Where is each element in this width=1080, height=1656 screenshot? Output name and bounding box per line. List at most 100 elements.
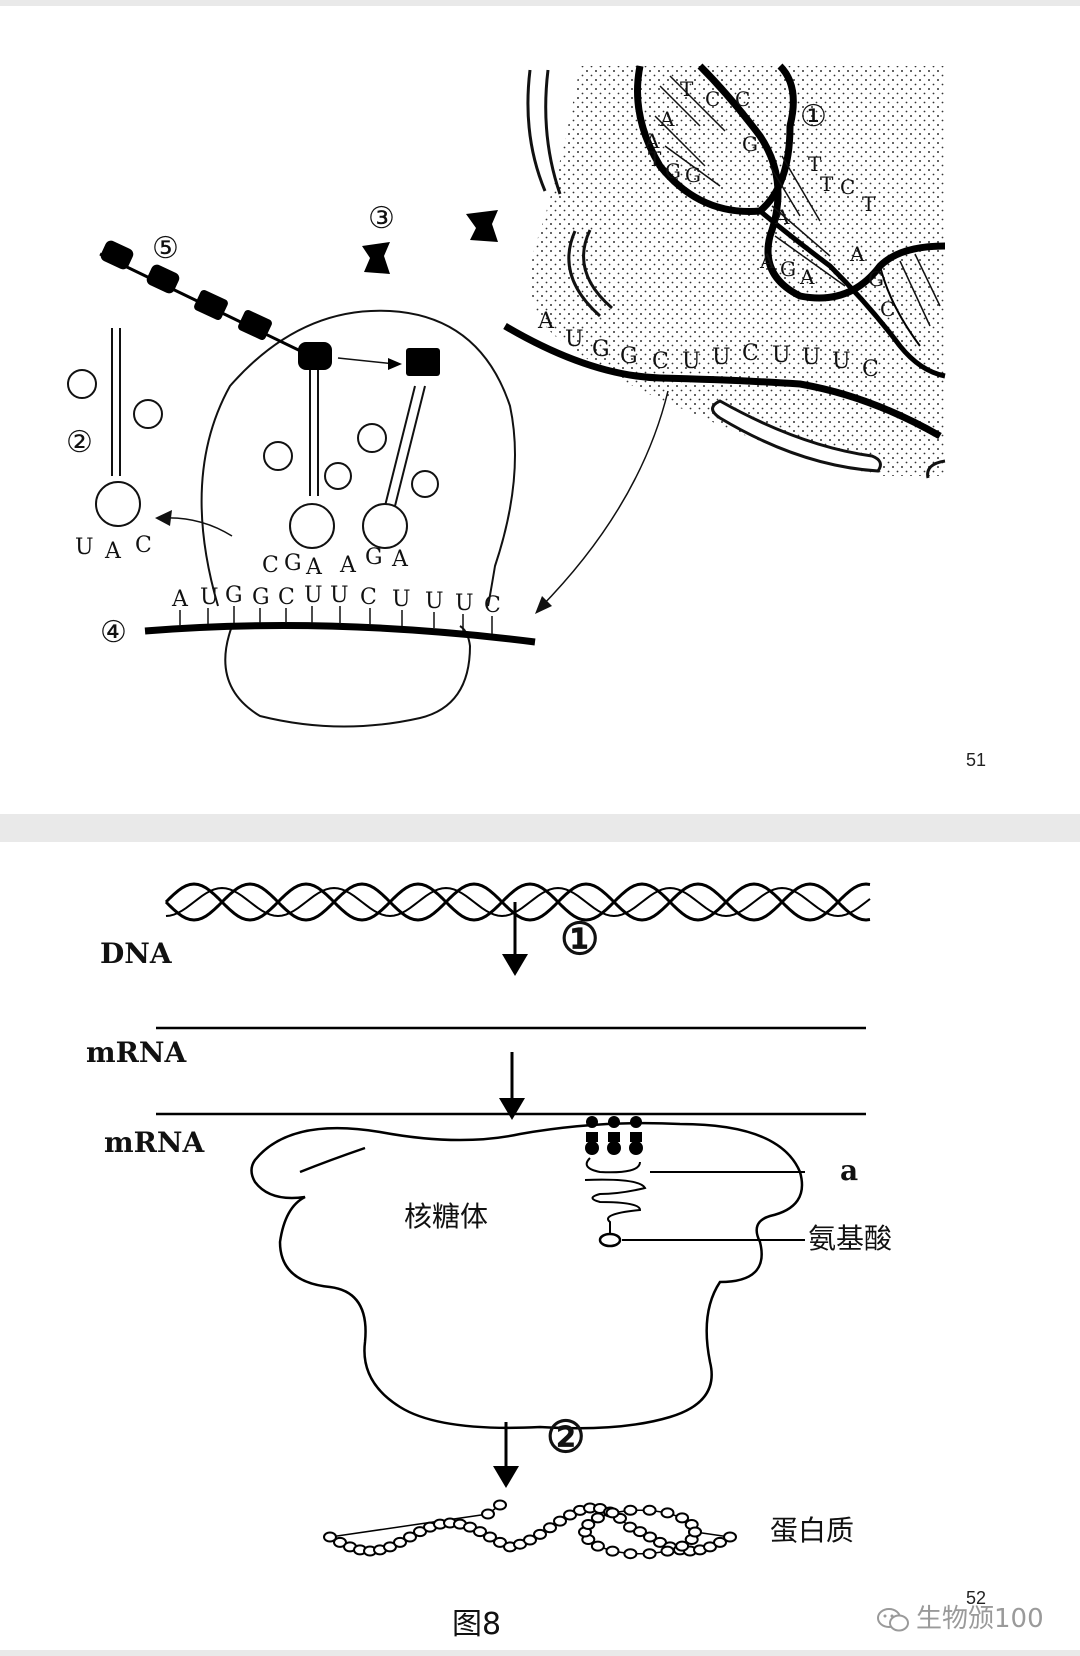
trna-middle xyxy=(263,366,352,549)
free-amino-acids xyxy=(362,210,498,274)
amino-acid-bead xyxy=(605,1507,620,1519)
mrna-label-1: mRNA xyxy=(86,1036,187,1069)
mrna-strand-bottom xyxy=(144,622,536,646)
membrane-4 xyxy=(582,229,613,310)
dna-letter: C xyxy=(880,297,895,321)
dna-letter: A xyxy=(759,249,775,273)
label-circle-4: ④ xyxy=(100,615,127,650)
dna-letter: G xyxy=(742,132,758,156)
mrna-base: U xyxy=(330,583,349,608)
amino-acid-bead xyxy=(642,1548,657,1560)
dna-letter: G xyxy=(665,159,681,183)
amino-acid-bead xyxy=(675,1512,690,1524)
dna-letter: T xyxy=(820,172,834,196)
polypeptide-chain xyxy=(99,240,440,376)
dna-letter: C xyxy=(840,175,855,199)
mrna-base: G xyxy=(225,583,243,608)
dna-letter: T xyxy=(808,152,822,176)
mrna-bottom-letters: A U G G C U U C U U U C xyxy=(171,583,501,618)
mrna-base: U xyxy=(455,591,474,616)
dna-letter: G xyxy=(685,163,701,187)
ribosome-outline xyxy=(250,1121,804,1430)
dna-label: DNA xyxy=(100,937,173,970)
amino-acid-bead xyxy=(590,1540,605,1552)
mrna-base: U xyxy=(802,345,821,370)
ribosome-small-subunit xyxy=(224,625,472,728)
protein-label: 蛋白质 xyxy=(770,1514,854,1547)
dna-letter: A xyxy=(659,107,675,131)
mrna-base: A xyxy=(537,309,555,334)
label-circle-3: ③ xyxy=(368,201,395,236)
anticodon-free: U A C xyxy=(75,533,152,564)
watermark: 生物颁100 xyxy=(876,1598,1044,1635)
transport-arrow xyxy=(539,390,669,609)
figure-caption: 图8 xyxy=(452,1607,501,1642)
mrna-bottom-ticks xyxy=(179,606,493,634)
amino-acid-bead xyxy=(633,1526,647,1538)
trna-right xyxy=(357,385,439,549)
dna-letter: T xyxy=(648,147,662,171)
slide-52: DNA ① mRNA mRNA 核糖体 a 氨基酸 ② xyxy=(0,842,1080,1650)
membrane-6 xyxy=(926,459,946,479)
membrane-5 xyxy=(711,399,882,473)
mrna-base: G xyxy=(252,585,270,610)
mrna-base: G xyxy=(592,337,610,362)
amino-acid-bead xyxy=(713,1536,727,1548)
mrna-base: U xyxy=(565,327,584,352)
amino-acid-bead xyxy=(723,1531,737,1543)
mrna-base: G xyxy=(620,344,638,369)
translation-illustration: T A C C A T G G G T T C T A A G A A G C … xyxy=(66,63,946,728)
mrna-base: C xyxy=(278,585,295,610)
ribosome-large-subunit xyxy=(200,309,516,607)
mrna-base: U xyxy=(682,349,701,374)
slide-51: T A C C A T G G G T T C T A A G A A G C … xyxy=(0,6,1080,814)
mrna-base: U xyxy=(392,587,411,612)
amino-acid-bead xyxy=(553,1515,567,1527)
amino-acid-bead xyxy=(393,1536,407,1548)
amino-acid-label: 氨基酸 xyxy=(808,1222,892,1255)
amino-acid-bead xyxy=(623,1548,638,1560)
membrane-1 xyxy=(526,69,547,192)
ribosome-inner-fold xyxy=(299,1146,366,1174)
step-2-label: ② xyxy=(546,1412,585,1463)
amino-acid-bead xyxy=(660,1507,675,1519)
page-number: 52 xyxy=(966,1588,987,1608)
amino-acid-bead xyxy=(473,1526,487,1538)
anticodon-base: G xyxy=(365,545,383,570)
mrna-base: U xyxy=(832,349,851,374)
amino-acid-bead xyxy=(523,1534,537,1546)
mrna-strand-top xyxy=(503,322,942,440)
amino-acid-bead xyxy=(590,1512,605,1524)
gene-expression-diagram: DNA ① mRNA mRNA 核糖体 a 氨基酸 ② xyxy=(86,882,892,1642)
mrna-base: C xyxy=(742,341,759,366)
dna-letter: A xyxy=(774,205,790,229)
membrane-2 xyxy=(544,69,562,195)
label-circle-1: ① xyxy=(800,99,827,134)
amino-acid-dot xyxy=(598,1232,622,1248)
protein-chain xyxy=(323,1499,737,1560)
dna-letter: T xyxy=(680,77,694,101)
amino-acid-bead xyxy=(483,1531,497,1543)
amino-acid-bead xyxy=(643,1531,657,1543)
amino-acid-bead xyxy=(623,1504,638,1516)
mrna-base: C xyxy=(484,593,501,618)
amino-acid-bead xyxy=(660,1545,675,1557)
mrna-base: U xyxy=(712,345,731,370)
mrna-label-2: mRNA xyxy=(104,1126,205,1159)
trna-a-body xyxy=(584,1157,647,1234)
trna-a xyxy=(585,1116,643,1155)
amino-acid-bead xyxy=(323,1531,337,1543)
dna-letter: C xyxy=(735,87,750,111)
wechat-icon xyxy=(877,1607,909,1631)
membrane-3 xyxy=(567,230,601,318)
mrna-top-letters: A U G G C U U C U U U C xyxy=(537,309,879,382)
mrna-base: U xyxy=(772,343,791,368)
label-circle-5: ⑤ xyxy=(152,231,179,266)
dna-letter: A xyxy=(799,265,815,289)
mrna-base: C xyxy=(862,357,879,382)
anticodon-base: A xyxy=(391,547,409,572)
amino-acid-bead xyxy=(493,1499,507,1511)
amino-acid-bead xyxy=(533,1528,547,1540)
mrna-base: U xyxy=(425,589,444,614)
page-number: 51 xyxy=(966,750,987,770)
